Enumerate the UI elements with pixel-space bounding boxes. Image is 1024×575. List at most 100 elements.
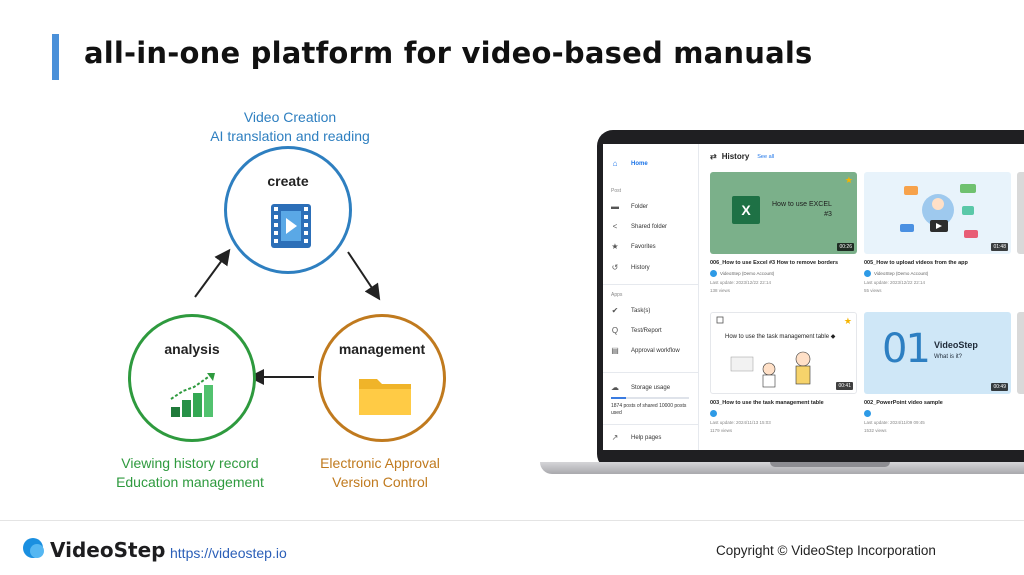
videostep-logo-icon: [23, 538, 44, 558]
storage-label-text: Storage usage: [631, 385, 671, 391]
sidebar-section-apps: Apps: [611, 292, 623, 298]
thumbnail-brand: VideoStep: [934, 340, 978, 350]
sidebar-item-label: Shared folder: [631, 224, 668, 230]
management-label: management: [338, 341, 426, 357]
storage-usage-label: ☁ Storage usage: [611, 381, 670, 395]
thumbnail-subtitle: #3: [824, 211, 832, 218]
video-author: VideoStep (Demo Account): [864, 270, 1011, 277]
sidebar-item-shared-folder[interactable]: < Shared folder: [611, 220, 667, 234]
video-thumbnail[interactable]: How to use the task management table ◆ ★…: [710, 312, 857, 394]
sidebar-divider: [603, 424, 699, 425]
storage-usage-text: 1874 posts of shared 10000 posts used: [611, 403, 687, 416]
management-caption-line-2: Version Control: [332, 474, 428, 490]
growth-chart-icon: [170, 373, 215, 417]
view-count: 1179 views: [710, 428, 733, 433]
cycle-diagram: Video Creation AI translation and readin…: [100, 100, 480, 500]
sidebar-item-home[interactable]: ⌂ Home: [611, 157, 648, 171]
sidebar-item-favorites[interactable]: ★ Favorites: [611, 240, 655, 254]
duration-badge: 01:48: [991, 243, 1008, 251]
duration-badge: 00:41: [836, 382, 853, 390]
avatar: [864, 270, 871, 277]
view-count: 1532 views: [864, 428, 887, 433]
laptop-notch: [770, 462, 890, 467]
share-icon: <: [612, 222, 618, 231]
video-thumbnail[interactable]: 01:48: [864, 172, 1011, 254]
thumbnail-text: How to use EXCEL #3: [772, 200, 832, 220]
sidebar-item-test-report[interactable]: Q Test/Report: [611, 324, 662, 338]
video-title[interactable]: 003_How to use the task management table: [710, 400, 824, 406]
sidebar-item-label: Task(s): [631, 308, 651, 314]
sidebar-item-label: Folder: [631, 204, 649, 210]
video-thumbnail[interactable]: X How to use EXCEL #3 ★ 00:26: [710, 172, 857, 254]
folder-icon: ▬: [611, 202, 619, 211]
duration-badge: 00:26: [837, 243, 854, 251]
video-card[interactable]: 01 VideoStep What is it? 00:49 002_Power…: [864, 312, 1011, 433]
video-title[interactable]: 002_PowerPoint video sample: [864, 400, 943, 406]
footer-copyright: Copyright © VideoStep Incorporation: [716, 543, 936, 558]
video-card[interactable]: X How to use EXCEL #3 ★ 00:26 006_How to…: [710, 172, 857, 293]
avatar: [864, 410, 871, 417]
see-all-link[interactable]: See all: [757, 153, 775, 160]
management-caption-line-1: Electronic Approval: [320, 455, 440, 471]
sidebar-item-label: Test/Report: [631, 328, 662, 334]
footer-logo-text: VideoStep: [50, 538, 166, 562]
quiz-icon: Q: [611, 326, 619, 335]
laptop-base: [540, 462, 1024, 474]
sidebar: ⌂ Home Post ▬ Folder < Shared folder ★ F…: [603, 144, 699, 450]
home-icon: ⌂: [612, 159, 618, 168]
last-update: Last update: 2023/12/22 22:14: [710, 280, 772, 285]
thumbnail-subtitle: What is it?: [934, 354, 963, 360]
cycle-arrows: [194, 248, 381, 385]
management-node: management: [318, 314, 446, 442]
task-illustration: [716, 316, 811, 388]
video-card-partial[interactable]: [1017, 172, 1024, 254]
analysis-node: analysis: [128, 314, 256, 442]
app-screen: ⌂ Home Post ▬ Folder < Shared folder ★ F…: [603, 144, 1024, 450]
sidebar-item-help[interactable]: ↗ Help pages: [611, 431, 662, 445]
video-author: [710, 410, 857, 417]
arrow-create-to-management: [347, 251, 381, 301]
last-update: Last update: 2024/11/09 09:45: [864, 420, 925, 425]
video-title[interactable]: 006_How to use Excel #3 How to remove bo…: [710, 260, 839, 266]
video-thumbnail[interactable]: 01 VideoStep What is it? 00:49: [864, 312, 1011, 394]
favorite-star-icon[interactable]: ★: [844, 175, 853, 185]
view-count: 55 views: [864, 288, 882, 293]
sidebar-item-label: Approval workflow: [631, 348, 680, 354]
sidebar-item-label: Help pages: [631, 435, 662, 441]
duration-badge: 00:49: [991, 383, 1008, 391]
create-label: create: [267, 173, 309, 189]
video-title[interactable]: 005_How to upload videos from the app: [864, 260, 968, 266]
thumbnail-title: How to use EXCEL: [772, 201, 832, 208]
video-clip-icon: [271, 204, 311, 248]
last-update: Last update: 2024/11/13 15:03: [710, 420, 771, 425]
management-caption: Electronic Approval Version Control: [260, 454, 500, 492]
video-card[interactable]: 01:48 005_How to upload videos from the …: [864, 172, 1011, 293]
title-accent-bar: [52, 34, 59, 80]
footer-url-link[interactable]: https://videostep.io: [170, 545, 287, 561]
footer-divider: [0, 520, 1024, 521]
sidebar-divider: [603, 372, 699, 373]
external-link-icon: ↗: [611, 433, 619, 442]
upload-illustration: [900, 184, 978, 238]
sidebar-item-folder[interactable]: ▬ Folder: [611, 200, 648, 214]
video-author: VideoStep (Demo Account): [710, 270, 857, 277]
sidebar-item-history[interactable]: ↺ History: [611, 261, 650, 275]
sidebar-item-approval-workflow[interactable]: ▤ Approval workflow: [611, 344, 680, 358]
thumbnail-number: 01: [882, 326, 931, 372]
analysis-caption-line-1: Viewing history record: [121, 455, 259, 471]
arrow-analysis-to-create: [194, 248, 231, 298]
author-name: VideoStep (Demo Account): [720, 271, 775, 276]
sidebar-item-label: Home: [631, 161, 648, 167]
sidebar-divider: [603, 284, 699, 285]
cloud-icon: ☁: [611, 383, 619, 392]
favorite-star-icon[interactable]: ★: [843, 316, 852, 326]
history-swap-icon: ⇄: [710, 152, 717, 161]
view-count: 138 views: [710, 288, 731, 293]
avatar: [710, 410, 717, 417]
sidebar-item-tasks[interactable]: ✔ Task(s): [611, 304, 651, 318]
video-card-partial[interactable]: [1017, 312, 1024, 394]
folder-icon: [359, 379, 411, 415]
video-card[interactable]: How to use the task management table ◆ ★…: [710, 312, 857, 433]
analysis-label: analysis: [164, 341, 220, 357]
slide-title: all-in-one platform for video-based manu…: [84, 36, 813, 70]
